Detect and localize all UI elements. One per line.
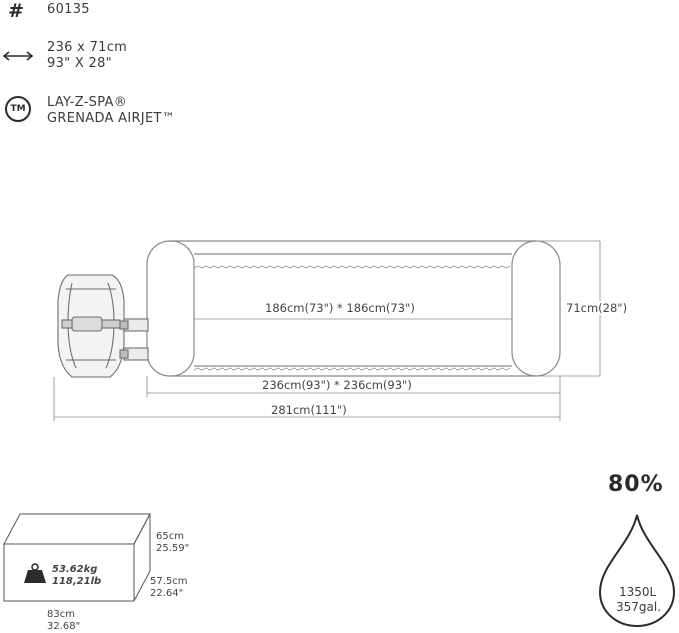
product-name: GRENADA AIRJET™ — [47, 111, 175, 126]
product-line: LAY-Z-SPA® — [47, 95, 128, 110]
height-cm: 65cm — [156, 531, 184, 542]
fill-percent: 80% — [608, 472, 664, 497]
hash-icon: # — [8, 0, 24, 22]
weight-kg: 53.62kg — [52, 564, 98, 575]
dimension-lines — [53, 240, 601, 421]
tm-badge-icon: TM — [5, 96, 31, 122]
weight-lb: 118,21lb — [52, 576, 102, 587]
width-cm: 83cm — [47, 609, 75, 620]
inner-edges — [193, 265, 511, 371]
weight-icon — [24, 563, 46, 583]
depth-cm: 57.5cm — [150, 576, 188, 587]
depth-in: 22.64" — [150, 588, 184, 599]
model-number: 60135 — [47, 2, 90, 17]
capacity-gallons: 357gal. — [616, 600, 662, 614]
size-imperial: 93" X 28" — [47, 56, 112, 71]
pump-unit — [57, 274, 149, 378]
total-dimension-label: 281cm(111") — [271, 403, 347, 417]
width-in: 32.68" — [47, 621, 81, 632]
height-in: 25.59" — [156, 543, 190, 554]
spa-body — [146, 240, 561, 377]
height-dimension-label: 71cm(28") — [566, 301, 628, 315]
capacity-liters: 1350L — [619, 585, 657, 599]
outer-dimension-label: 236cm(93") * 236cm(93") — [262, 378, 412, 392]
size-metric: 236 x 71cm — [47, 40, 128, 55]
water-drop-icon — [598, 514, 676, 628]
inner-dimension-label: 186cm(73") * 186cm(73") — [265, 301, 415, 315]
